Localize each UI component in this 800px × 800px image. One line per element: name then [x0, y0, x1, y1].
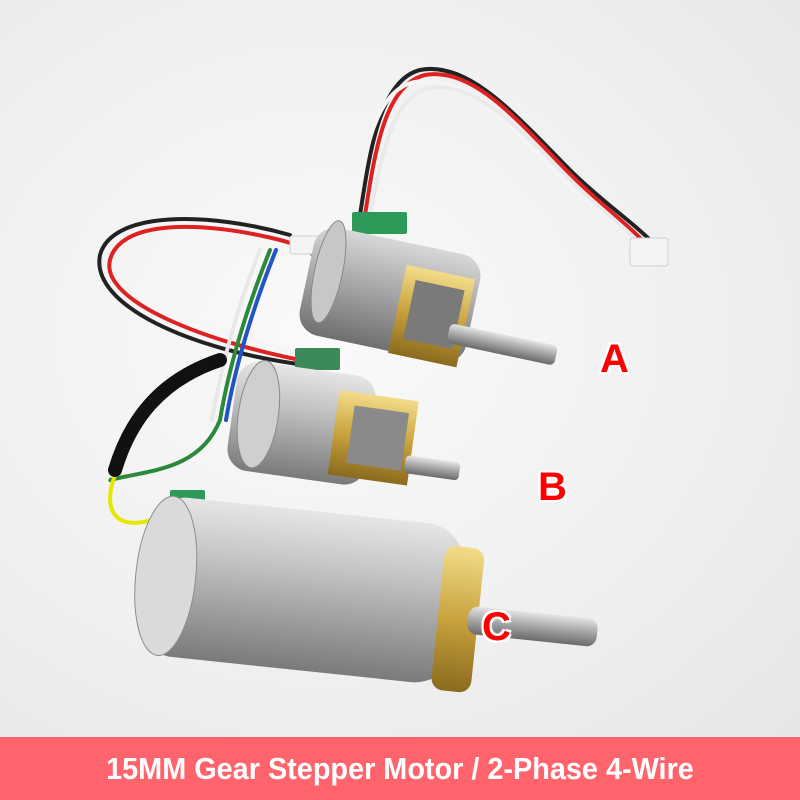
- title-banner: 15MM Gear Stepper Motor / 2-Phase 4-Wire: [0, 737, 800, 800]
- motor-b: [227, 348, 461, 486]
- label-b: B: [538, 465, 567, 509]
- banner-text: 15MM Gear Stepper Motor / 2-Phase 4-Wire: [106, 750, 694, 786]
- motor-c: [134, 490, 598, 693]
- label-a: A: [600, 337, 629, 381]
- product-photo: A B C: [0, 0, 800, 745]
- motors-illustration: [97, 66, 669, 693]
- label-c: C: [482, 605, 511, 649]
- motor-a: [299, 212, 558, 368]
- wires-loop: [97, 217, 342, 530]
- wires-motor-a: [353, 66, 652, 258]
